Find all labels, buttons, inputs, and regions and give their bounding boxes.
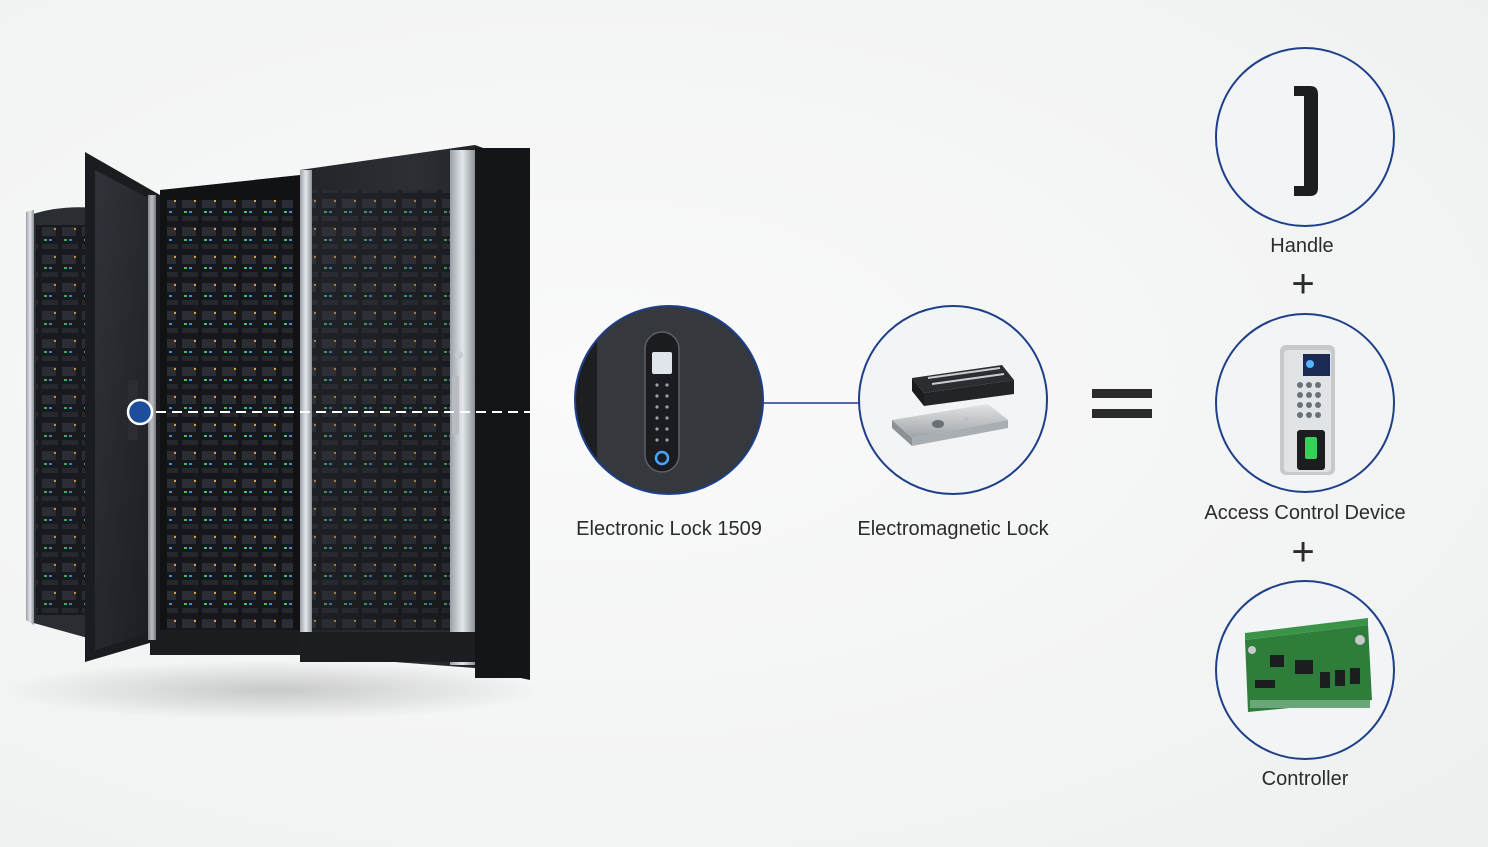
label-electronic-lock: Electronic Lock 1509: [576, 518, 762, 540]
controller-image: [1215, 580, 1395, 760]
rear-cabinet: [26, 207, 95, 641]
plus-sign-1: +: [1291, 262, 1315, 306]
electromagnetic-lock-image: [858, 305, 1048, 495]
cabinet-door: [85, 152, 160, 662]
lock-position-marker: [126, 398, 154, 426]
equals-sign: [1092, 389, 1152, 418]
label-access-control: Access Control Device: [1204, 502, 1406, 524]
label-handle: Handle: [1270, 235, 1334, 257]
floor-shadow: [5, 660, 545, 720]
access-control-device-image: [1215, 313, 1395, 493]
electronic-lock-image: [574, 305, 764, 495]
plus-sign-2: +: [1291, 530, 1315, 574]
open-cabinet: [150, 175, 300, 655]
label-controller: Controller: [1261, 768, 1349, 790]
handle-image: [1215, 47, 1395, 227]
label-electromagnetic-lock: Electromagnetic Lock: [857, 518, 1049, 540]
